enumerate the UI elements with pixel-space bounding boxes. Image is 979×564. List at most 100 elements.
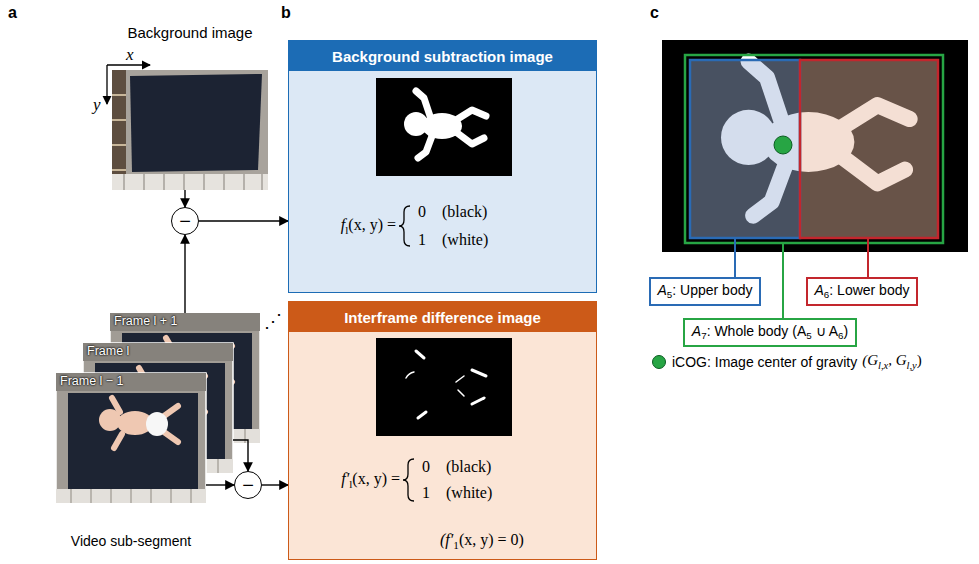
whole-body-box bbox=[685, 55, 943, 243]
formula-text: (x, y) = 0) bbox=[459, 531, 524, 548]
legend-swatch bbox=[652, 355, 666, 369]
region-tag: A6: Lower body bbox=[806, 277, 919, 306]
math-group: 1 bbox=[418, 230, 426, 249]
photo-rail bbox=[112, 174, 268, 190]
region-label: A bbox=[815, 282, 824, 298]
axis-label-holder: y bbox=[93, 96, 101, 113]
edge-fragment bbox=[472, 370, 486, 376]
head-group: Interframe difference image bbox=[289, 302, 596, 332]
panel-letter-holder: a bbox=[8, 5, 17, 21]
region-label: ) bbox=[844, 323, 849, 339]
difference-image bbox=[376, 338, 512, 436]
video-frame: Frame l + 1 bbox=[110, 313, 260, 443]
coordinate-formula: (Gl,x, Gl,y) bbox=[862, 351, 922, 372]
tagline-group: A6: Lower body bbox=[815, 281, 910, 302]
formula-text: (black) bbox=[442, 203, 487, 220]
flow-arrow bbox=[233, 440, 248, 471]
panel-ground bbox=[288, 301, 597, 560]
math-group: (black) bbox=[446, 457, 491, 476]
motion-edges bbox=[406, 351, 486, 418]
formula-part: (G bbox=[862, 352, 878, 368]
operator-symbol: − bbox=[179, 210, 191, 232]
legend-row: iCOG: Image center of gravity(Gl,x, Gl,y… bbox=[652, 351, 922, 372]
panel-letter: b bbox=[281, 4, 291, 21]
stack-caption: Video sub-segment bbox=[71, 533, 191, 549]
bookshelf bbox=[112, 70, 126, 190]
panel-heading: Interframe difference image bbox=[344, 309, 541, 326]
formula-text: 1 bbox=[453, 539, 459, 551]
formula-text: (white) bbox=[442, 231, 488, 248]
panel-letter: c bbox=[650, 4, 659, 21]
operator-symbol: − bbox=[242, 474, 254, 496]
formula-text: (f′ bbox=[440, 531, 453, 548]
region-tag: A7: Whole body (A5 ∪ A6) bbox=[683, 318, 857, 347]
frame-label: Frame l − 1 bbox=[60, 374, 124, 388]
math-group: 0 bbox=[418, 202, 426, 221]
panel-heading: Background subtraction image bbox=[332, 48, 553, 65]
lower-region-tint bbox=[800, 60, 938, 238]
y-axis-arrow bbox=[106, 65, 107, 104]
region-label: : Whole body (A bbox=[707, 323, 807, 339]
axis-label: x bbox=[126, 45, 134, 64]
subtract-circle: − bbox=[234, 471, 262, 499]
region-label: A bbox=[692, 323, 701, 339]
panel-ground bbox=[288, 40, 597, 293]
axis-label-holder: x bbox=[126, 46, 134, 63]
flow-arrow bbox=[184, 190, 185, 207]
formula-text: f bbox=[341, 216, 345, 233]
formula-part: ) bbox=[917, 352, 922, 368]
formula-text: l bbox=[345, 224, 348, 236]
flow-arrow bbox=[184, 235, 185, 313]
mcenter-group: − bbox=[179, 211, 191, 231]
above-group: Background image bbox=[92, 24, 288, 41]
panel-letter-holder: b bbox=[281, 5, 291, 21]
region-label: : Lower body bbox=[829, 282, 909, 298]
region-label: 5 bbox=[806, 330, 811, 341]
baby-silhouette bbox=[404, 91, 486, 158]
panel-letter-holder: c bbox=[650, 5, 659, 21]
formula-text: (x, y) = bbox=[348, 216, 396, 233]
photo-rail-bars bbox=[124, 174, 262, 190]
background-photo bbox=[112, 70, 268, 190]
brace bbox=[403, 459, 414, 501]
axis-label: y bbox=[93, 95, 101, 114]
formula-text: (white) bbox=[446, 484, 492, 501]
flabel-group: Frame l + 1 bbox=[114, 314, 178, 329]
formula-part: l,x bbox=[878, 360, 888, 371]
formula-text: f′ bbox=[341, 470, 349, 487]
region-label: 6 bbox=[824, 289, 829, 300]
video-frame: Frame l bbox=[83, 343, 233, 473]
math-group: fl(x, y) = bbox=[341, 215, 396, 237]
region-label: 6 bbox=[838, 330, 843, 341]
upper-region-tint bbox=[690, 60, 800, 238]
formula-text: 0 bbox=[418, 203, 426, 220]
leader-line bbox=[734, 238, 736, 278]
formula-text: l bbox=[349, 478, 352, 490]
lower-body-box bbox=[800, 60, 938, 238]
frame-label: Frame l bbox=[87, 344, 129, 358]
formula-text: (x, y) = bbox=[352, 470, 400, 487]
panel-letter: a bbox=[8, 4, 17, 21]
formula-text: 0 bbox=[422, 458, 430, 475]
math-group: (f′1(x, y) = 0) bbox=[440, 530, 524, 552]
formula-text: 1 bbox=[422, 484, 430, 501]
stack-caption-holder: Video sub-segment bbox=[71, 534, 191, 548]
math-group: (black) bbox=[442, 202, 487, 221]
segmented-image bbox=[662, 40, 968, 252]
edge-fragment bbox=[406, 372, 414, 378]
math-group: f′l(x, y) = bbox=[341, 469, 400, 491]
video-frame: Frame l − 1 bbox=[56, 373, 206, 503]
subtract-circle: − bbox=[171, 207, 199, 235]
head-group: Background subtraction image bbox=[289, 41, 596, 71]
mcenter-group: − bbox=[242, 475, 254, 495]
math-group: 0 bbox=[422, 457, 430, 476]
region-tag: A5: Upper body bbox=[649, 277, 762, 306]
flow-arrow bbox=[206, 484, 234, 485]
math-group: 1 bbox=[422, 483, 430, 502]
region-label: 5 bbox=[667, 289, 672, 300]
region-label: A bbox=[658, 282, 667, 298]
formula-part: l,y bbox=[907, 360, 917, 371]
binary-image bbox=[376, 78, 512, 176]
leader-line bbox=[867, 238, 869, 278]
region-label: ∪ A bbox=[812, 323, 838, 339]
